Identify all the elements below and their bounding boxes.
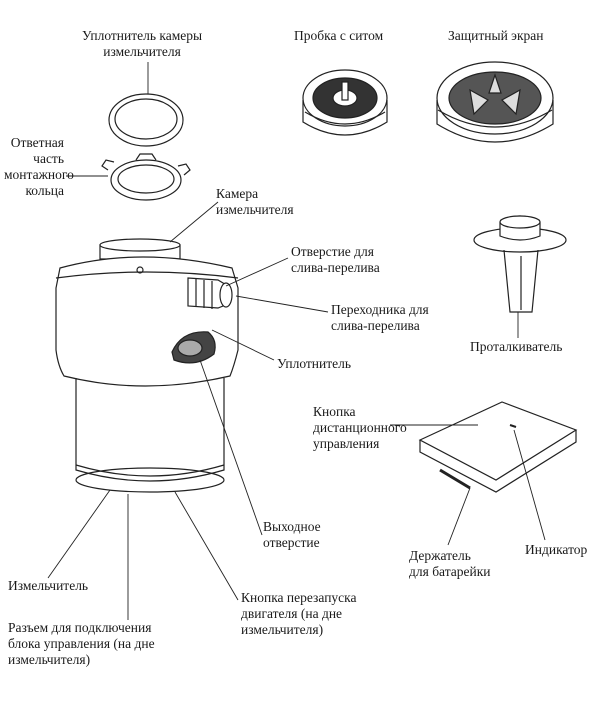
label-line: слива-перелива <box>291 260 380 275</box>
outlet-seal <box>171 331 216 364</box>
label-line: измельчителя <box>216 202 294 217</box>
label-line: Проталкиватель <box>470 339 563 354</box>
label-line: часть <box>33 151 64 166</box>
label-line: управления <box>313 436 380 451</box>
label-line: Держатель <box>409 548 471 563</box>
label-line: измельчителя <box>103 44 181 59</box>
label-line: Измельчитель <box>8 578 89 593</box>
label-line: измельчителя) <box>241 622 324 637</box>
label-line: кольца <box>25 183 64 198</box>
label-line: двигателя (на дне <box>241 606 343 621</box>
leader-lines <box>47 62 546 620</box>
disposer-body <box>55 238 239 493</box>
label-line: Пробка с ситом <box>294 28 384 43</box>
label-splash-guard: Защитный экран <box>448 28 544 44</box>
label-line: измельчителя) <box>8 652 91 667</box>
label-line: Разъем для подключения <box>8 620 152 635</box>
label-line: Уплотнитель <box>277 356 352 371</box>
label-sink-stopper: Пробка с ситом <box>294 28 383 44</box>
label-line: отверстие <box>263 535 320 550</box>
label-line: монтажного <box>4 167 74 182</box>
label-line: Уплотнитель камеры <box>82 28 203 43</box>
label-line: для батарейки <box>409 564 491 579</box>
label-line: Кнопка перезапуска <box>241 590 357 605</box>
splash-guard <box>436 61 554 143</box>
mounting-ring <box>101 153 191 201</box>
label-line: Защитный экран <box>448 28 544 43</box>
sink-stopper <box>302 69 388 136</box>
remote-control <box>418 401 578 493</box>
label-line: Отверстие для <box>291 244 374 259</box>
label-seal: Уплотнитель <box>277 356 351 372</box>
chamber-seal-ring <box>108 93 184 147</box>
overflow-adapter <box>187 277 233 309</box>
label-grinder: Измельчитель <box>8 578 88 594</box>
label-indicator: Индикатор <box>525 542 587 558</box>
label-line: Переходника для <box>331 302 429 317</box>
label-line: Ответная <box>10 135 64 150</box>
label-line: слива-перелива <box>331 318 420 333</box>
label-line: блока управления (на дне <box>8 636 155 651</box>
pusher <box>473 215 567 313</box>
label-line: Выходное <box>263 519 321 534</box>
label-pusher: Проталкиватель <box>470 339 562 355</box>
label-line: Кнопка <box>313 404 356 419</box>
label-line: Камера <box>216 186 259 201</box>
label-line: дистанционного <box>313 420 407 435</box>
label-line: Индикатор <box>525 542 588 557</box>
